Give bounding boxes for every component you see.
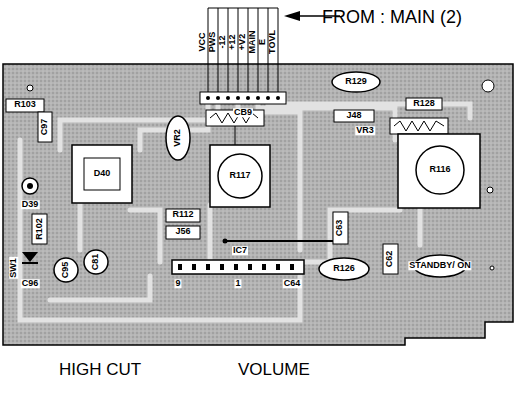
part-label: 9	[174, 279, 181, 288]
copper-traces	[20, 100, 470, 320]
signal-name: PWS	[208, 32, 217, 53]
part-label: SW1	[9, 257, 18, 279]
control-label: HIGH CUT	[52, 361, 148, 379]
resistor-symbol	[383, 244, 398, 274]
potentiometer-symbol	[210, 145, 270, 207]
led-center	[27, 183, 33, 189]
resistor-symbol	[6, 99, 44, 112]
part-label: CB9	[233, 108, 253, 117]
part-label: R128	[412, 99, 436, 108]
part-label: R117	[228, 171, 251, 180]
part-label: C62	[385, 250, 394, 269]
switch-symbol	[72, 145, 132, 203]
jumper-wire	[225, 240, 340, 242]
capacitor-symbol	[319, 258, 369, 280]
diode-symbol	[22, 252, 38, 262]
part-label: R126	[332, 264, 356, 273]
capacitor-symbol	[332, 72, 380, 92]
resistor-symbol	[334, 110, 374, 122]
part-label: C96	[21, 279, 40, 288]
part-label: C63	[335, 219, 344, 238]
resistor-symbol	[406, 98, 442, 110]
part-label: 1	[234, 279, 241, 288]
signal-name: E	[258, 39, 267, 45]
board-outline	[3, 64, 513, 345]
part-label: R103	[13, 100, 37, 109]
capacitor-symbol	[38, 112, 52, 142]
signal-name: +V2	[238, 34, 247, 50]
connector-pins	[206, 96, 280, 100]
part-label: STANDBY/ ON	[408, 261, 471, 270]
ic-pins	[178, 264, 294, 270]
mounting-holes	[27, 80, 494, 270]
control-label: VOLUME	[238, 361, 298, 379]
pot-terminals	[390, 118, 448, 134]
signal-name: TOVL	[268, 30, 277, 54]
cable-wires	[208, 8, 278, 94]
connector-symbol	[200, 92, 286, 104]
switch-body	[84, 158, 120, 190]
diode-bar	[22, 262, 38, 264]
signal-name: +12	[228, 34, 237, 49]
part-label: C81	[91, 253, 100, 272]
part-label: R116	[428, 165, 451, 174]
part-label: J56	[174, 227, 191, 236]
part-label: VR2	[173, 128, 182, 148]
source-note: FROM : MAIN (2)	[322, 8, 462, 27]
led-symbol	[22, 178, 38, 194]
resistor-symbol	[166, 226, 200, 239]
part-label: R102	[35, 217, 44, 241]
pot-knob	[416, 146, 464, 194]
resistor-symbol	[333, 212, 348, 244]
part-label: C95	[61, 261, 70, 280]
resistor-symbol	[32, 214, 47, 244]
arrow-head	[284, 11, 300, 21]
capacitor-symbol	[166, 116, 190, 160]
signal-name: MAIN	[248, 31, 257, 54]
part-label: IC7	[232, 246, 248, 255]
part-label: C64	[283, 279, 302, 288]
part-label: C97	[40, 118, 49, 137]
part-label: D39	[21, 200, 40, 209]
signal-name: VCC	[198, 32, 207, 51]
signal-name: -12	[218, 35, 227, 48]
ic-symbol	[172, 260, 304, 274]
part-label: J48	[345, 111, 362, 120]
resistor-symbol	[166, 209, 200, 222]
pot-resistor	[394, 121, 444, 131]
potentiometer-symbol	[398, 134, 480, 208]
part-label: D40	[93, 169, 112, 178]
part-label: R129	[344, 77, 368, 86]
pot-wiper	[235, 126, 236, 145]
part-label: R112	[171, 210, 194, 219]
capacitor-symbol	[54, 258, 78, 282]
jumper-end	[223, 239, 228, 244]
pot-knob	[218, 154, 262, 198]
part-label: VR3	[355, 126, 375, 135]
capacitor-symbol	[84, 250, 108, 274]
